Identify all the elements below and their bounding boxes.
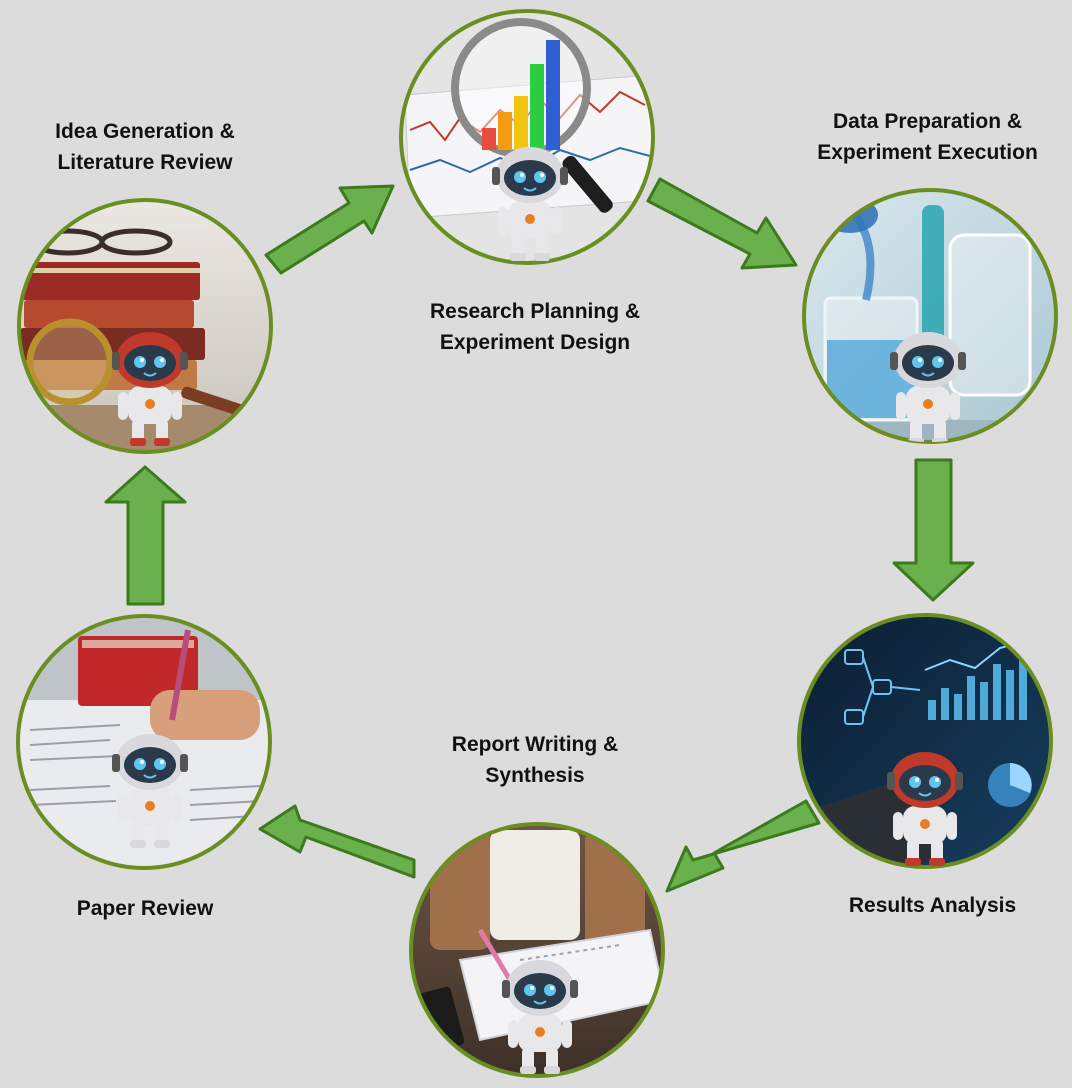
robot-mascot-idea — [112, 332, 188, 446]
flow-arrows — [104, 177, 975, 893]
robot-mascot-data — [890, 332, 966, 442]
stage-label-results: Results Analysis — [848, 894, 1017, 917]
stage-circle-planning — [399, 9, 655, 265]
arrow-data-to-results — [892, 458, 975, 602]
arrow-idea-to-planning — [264, 184, 395, 275]
stage-label-idea: Idea Generation & Literature Review — [55, 120, 235, 174]
stage-label-planning: Research Planning & Experiment Design — [429, 300, 641, 354]
robot-mascot-planning — [492, 147, 568, 261]
stage-label-data: Data Preparation & Experiment Execution — [817, 110, 1038, 164]
stage-label-report: Report Writing & Synthesis — [451, 733, 619, 787]
arrow-results-to-report — [665, 799, 821, 893]
robot-mascot-results — [887, 752, 963, 866]
arrow-report-to-review — [258, 804, 416, 879]
robot-mascot-report — [502, 960, 578, 1074]
stage-label-review: Paper Review — [76, 897, 214, 920]
arrow-planning-to-data — [646, 177, 798, 270]
arrow-review-to-idea — [104, 465, 187, 606]
robot-mascot-review — [112, 734, 188, 848]
robot-mascots — [112, 147, 966, 1074]
